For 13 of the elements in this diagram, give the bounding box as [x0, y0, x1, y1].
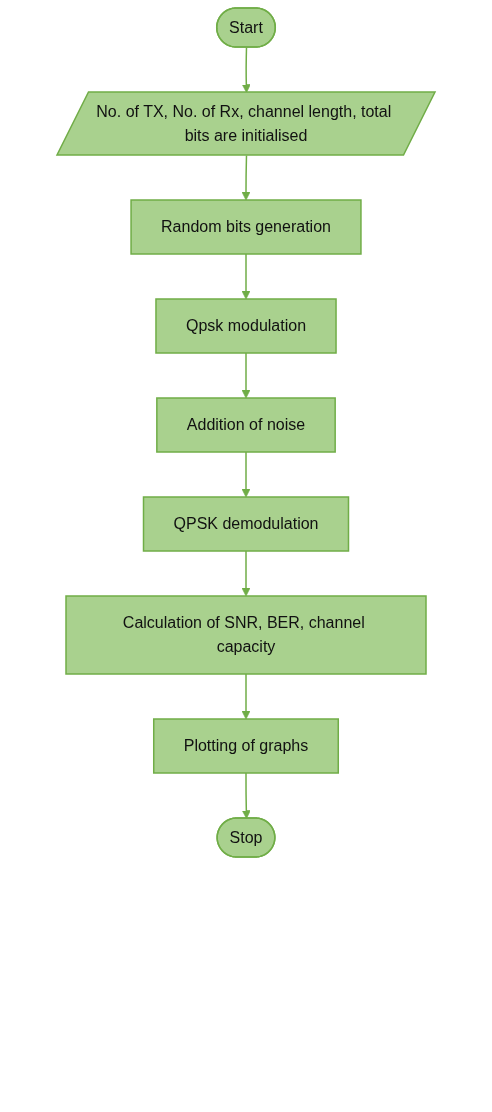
node-box: Qpsk modulation [155, 298, 337, 354]
arrow [241, 352, 251, 399]
arrow [241, 253, 251, 300]
node-box: Calculation of SNR, BER, channel capacity [65, 595, 427, 675]
node-box: Random bits generation [130, 199, 362, 255]
arrow [241, 772, 251, 819]
node-box: Addition of noise [156, 397, 336, 453]
arrow [241, 673, 251, 720]
arrow [241, 46, 251, 93]
node-box: QPSK demodulation [142, 496, 350, 552]
arrow [241, 451, 251, 498]
node-box: Plotting of graphs [153, 718, 339, 774]
arrow [241, 550, 251, 597]
